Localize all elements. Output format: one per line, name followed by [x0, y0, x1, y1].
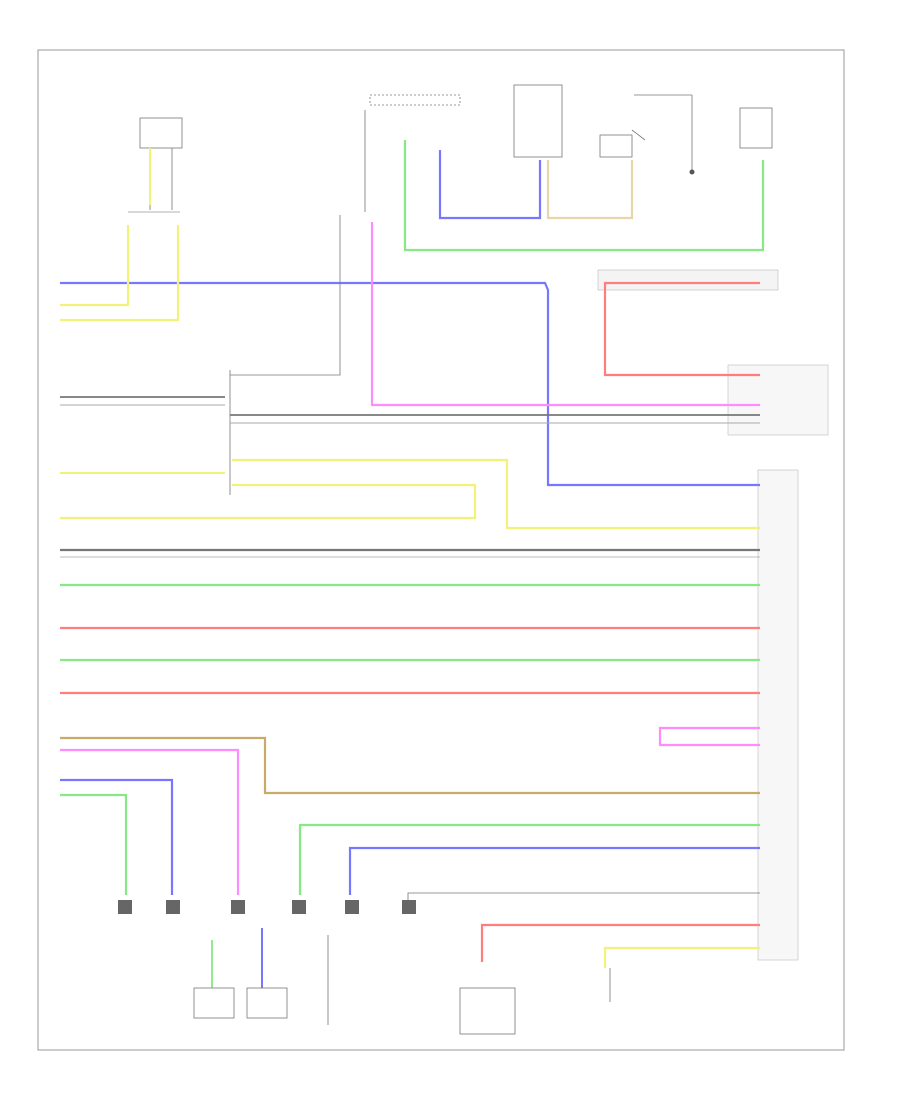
- right-top-connector: [597, 269, 779, 291]
- wire-pink-top: [370, 222, 760, 407]
- top-center-right-connector: [513, 84, 563, 158]
- top-left-connector: [139, 117, 183, 210]
- wire-blue-top: [438, 150, 542, 220]
- wire-green-left: [60, 793, 128, 895]
- pin-stubs: [118, 900, 416, 914]
- top-right-connector: [739, 107, 773, 149]
- bottom-connector-2: [246, 928, 288, 1019]
- wire-yellow-lower: [603, 946, 760, 968]
- wire-green-top: [403, 140, 765, 252]
- wire-pink-left: [60, 748, 240, 895]
- wire-yellow-f: [60, 483, 477, 520]
- wire-tan-top: [546, 160, 634, 220]
- wire-red-right: [603, 281, 760, 377]
- wire-brown: [60, 736, 760, 795]
- wire-blue-main: [60, 281, 760, 487]
- bottom-connector-4: [459, 987, 516, 1035]
- right-main-connector-column: [757, 469, 799, 961]
- bottom-connector-1: [193, 940, 235, 1019]
- switch-component: [599, 94, 695, 175]
- wire-yellow-e: [232, 458, 760, 530]
- wire-pink-right: [658, 726, 760, 747]
- wire-gray-e: [230, 215, 341, 376]
- wire-gray-lower: [407, 892, 760, 900]
- top-center-connector: [364, 94, 461, 212]
- wire-blue-left: [60, 778, 174, 895]
- wire-yellow-b: [60, 225, 180, 322]
- wire-yellow-a: [60, 225, 130, 307]
- wire-green-lower: [298, 823, 760, 895]
- wire-red-lower: [480, 923, 760, 962]
- wire-blue-lower: [348, 846, 760, 895]
- diagram-frame: [37, 49, 845, 1051]
